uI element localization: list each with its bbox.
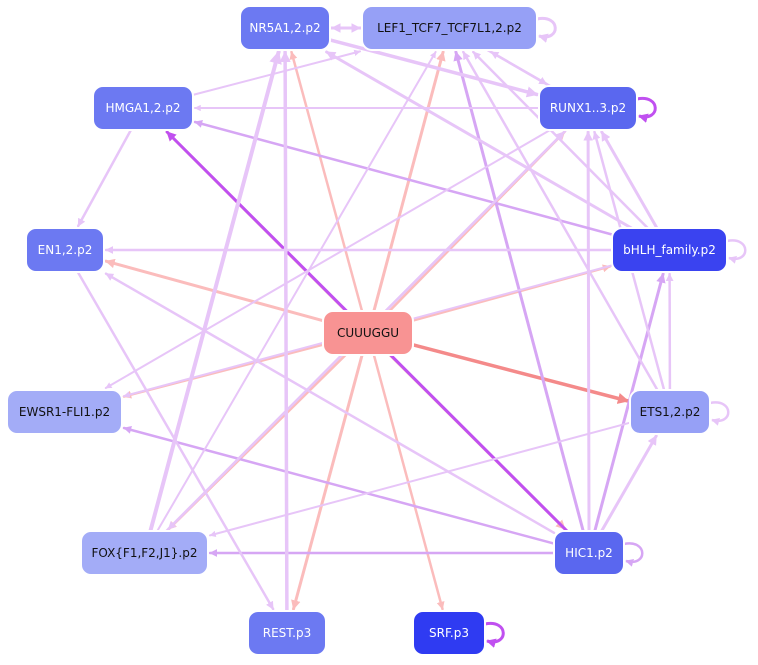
node-nr5a1: NR5A1,2.p2	[239, 5, 331, 51]
node-box	[247, 610, 327, 656]
edge-bhlh-to-hmga1	[193, 120, 614, 236]
edge-hmga1-to-en1	[76, 128, 133, 228]
edge-bhlh-to-runx	[600, 130, 659, 230]
node-label: RUNX1..3.p2	[550, 101, 626, 115]
edge-bhlh-to-nr5a1	[325, 50, 633, 230]
self-loop-lef1	[536, 16, 557, 43]
edge-nr5a1-to-runx	[328, 38, 539, 98]
node-bhlh: bHLH_family.p2	[611, 227, 728, 273]
edge-hic1-to-lef1	[453, 50, 585, 533]
edge-runx-to-ewsr1	[104, 129, 552, 389]
self-loop-bhlh	[726, 239, 747, 264]
node-label: EN1,2.p2	[38, 243, 93, 257]
node-label: CUUUGGU	[337, 326, 399, 340]
node-srf: SRF.p3	[412, 610, 486, 656]
self-loop-srf	[484, 621, 505, 648]
node-box	[25, 227, 105, 273]
self-loop-ets1	[709, 401, 730, 426]
edge-center-to-ets1	[411, 343, 630, 404]
node-runx: RUNX1..3.p2	[538, 85, 638, 131]
edge-ets1-to-fox	[209, 421, 631, 537]
node-box	[6, 389, 123, 435]
node-label: EWSR1-FLI1.p2	[19, 405, 110, 419]
node-rest: REST.p3	[247, 610, 327, 656]
node-label: bHLH_family.p2	[623, 243, 716, 257]
node-label: NR5A1,2.p2	[249, 21, 320, 35]
node-label: FOX{F1,F2,J1}.p2	[91, 546, 197, 560]
node-ewsr1: EWSR1-FLI1.p2	[6, 389, 123, 435]
node-label: ETS1,2.p2	[640, 405, 701, 419]
node-en1: EN1,2.p2	[25, 227, 105, 273]
node-center: CUUUGGU	[322, 310, 414, 356]
edge-hic1-to-ets1	[600, 434, 658, 533]
node-box	[412, 610, 486, 656]
edge-bhlh-to-lef1	[472, 50, 649, 230]
node-label: LEF1_TCF7_TCF7L1,2.p2	[377, 21, 522, 35]
node-box	[92, 85, 194, 131]
node-box	[629, 389, 711, 435]
self-loop-hic1	[623, 542, 644, 567]
edge-center-to-lef1	[372, 50, 446, 313]
node-label: SRF.p3	[429, 626, 469, 640]
edge-hic1-to-ewsr1	[122, 426, 556, 545]
node-box	[538, 85, 638, 131]
edge-hmga1-to-lef1	[192, 49, 361, 96]
self-loop-layer	[484, 16, 747, 648]
node-box	[553, 530, 625, 576]
node-label: REST.p3	[263, 626, 312, 640]
self-loop-runx	[636, 96, 657, 123]
node-box	[361, 5, 538, 51]
edge-hic1-to-runx	[583, 130, 593, 533]
node-hic1: HIC1.p2	[553, 530, 625, 576]
node-ets1: ETS1,2.p2	[629, 389, 711, 435]
edge-en1-to-rest	[76, 270, 275, 611]
edge-center-to-nr5a1	[289, 50, 364, 313]
node-label: HMGA1,2.p2	[105, 101, 180, 115]
node-box	[611, 227, 728, 273]
edge-hic1-to-bhlh	[593, 272, 666, 533]
edge-fox-to-nr5a1	[148, 50, 282, 533]
node-fox: FOX{F1,F2,J1}.p2	[80, 530, 209, 576]
node-box	[239, 5, 331, 51]
node-hmga1: HMGA1,2.p2	[92, 85, 194, 131]
node-box	[80, 530, 209, 576]
edge-rest-to-nr5a1	[279, 50, 291, 613]
edge-lef1-to-runx	[486, 48, 548, 86]
node-layer: CUUUGGU NR5A1,2.p2 LEF1_TCF7_TCF7L1,2.p2HM…	[6, 5, 728, 656]
node-box	[322, 310, 414, 356]
node-lef1: LEF1_TCF7_TCF7L1,2.p2	[361, 5, 538, 51]
node-label: HIC1.p2	[565, 546, 613, 560]
edge-hic1-to-en1	[104, 272, 556, 535]
edge-fox-to-lef1	[156, 51, 437, 532]
